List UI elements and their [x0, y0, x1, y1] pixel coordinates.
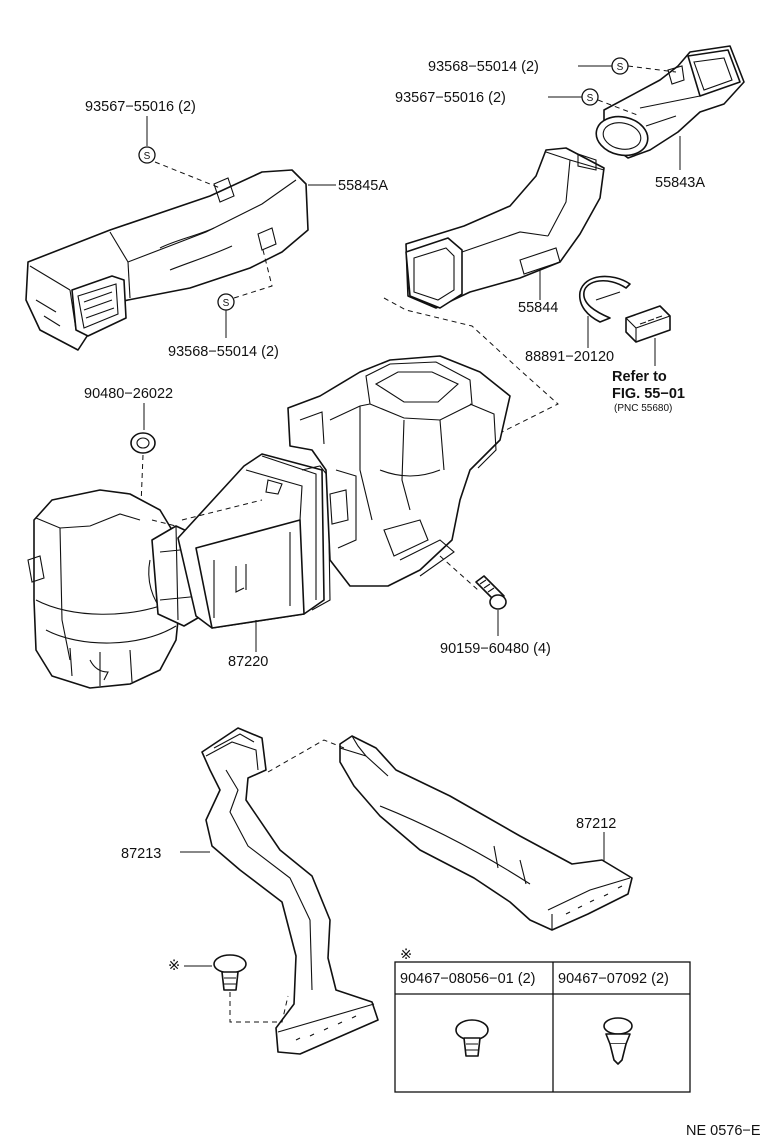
label-90480-26022: 90480−26022 — [84, 386, 173, 402]
catalog-id: NE 0576−E — [686, 1123, 761, 1139]
label-55845A: 55845A — [338, 178, 388, 194]
label-93568-55014-left: 93568−55014 (2) — [168, 344, 279, 360]
label-55844: 55844 — [518, 300, 558, 316]
duct-55843A — [595, 45, 745, 159]
label-88891-20120: 88891−20120 — [525, 349, 614, 365]
table-header-90467-07092: 90467−07092 (2) — [558, 971, 669, 987]
duct-87212 — [339, 735, 633, 931]
heater-unit-assembly — [27, 355, 511, 689]
clip-88891-20120 — [578, 275, 631, 323]
table-marker: ※ — [400, 947, 412, 963]
clip-90467-07092 — [603, 1017, 633, 1065]
screw-90159-60480 — [475, 575, 507, 610]
duct-55844 — [405, 147, 605, 309]
label-87220: 87220 — [228, 654, 268, 670]
label-90159-60480: 90159−60480 (4) — [440, 641, 551, 657]
s-symbol: S — [581, 88, 599, 106]
s-symbol: S — [138, 146, 156, 164]
label-87213: 87213 — [121, 846, 161, 862]
svg-text:S: S — [587, 93, 594, 104]
label-93568-55014-right: 93568−55014 (2) — [428, 59, 539, 75]
clip-90467-08056-01 — [455, 1019, 489, 1057]
label-87212: 87212 — [576, 816, 616, 832]
clip-marker: ※ — [168, 958, 180, 974]
svg-text:S: S — [144, 151, 151, 162]
connector-55680 — [625, 305, 671, 343]
clip-push-rivet — [213, 954, 247, 991]
label-pnc-ref: (PNC 55680) — [614, 403, 672, 414]
label-refer-to: Refer to — [612, 369, 667, 385]
grommet-90480-26022 — [130, 432, 156, 454]
s-symbol: S — [217, 293, 235, 311]
label-fig-ref: FIG. 55−01 — [612, 386, 685, 402]
duct-87213 — [201, 727, 379, 1055]
svg-text:S: S — [223, 298, 230, 309]
duct-55845A — [25, 169, 309, 351]
label-93567-55016-right: 93567−55016 (2) — [395, 90, 506, 106]
clip-table: 90467−08056−01 (2) 90467−07092 (2) — [394, 961, 691, 1093]
svg-text:S: S — [617, 62, 624, 73]
s-symbol: S — [611, 57, 629, 75]
label-55843A: 55843A — [655, 175, 705, 191]
table-header-90467-08056-01: 90467−08056−01 (2) — [400, 971, 535, 987]
label-93567-55016-left: 93567−55016 (2) — [85, 99, 196, 115]
